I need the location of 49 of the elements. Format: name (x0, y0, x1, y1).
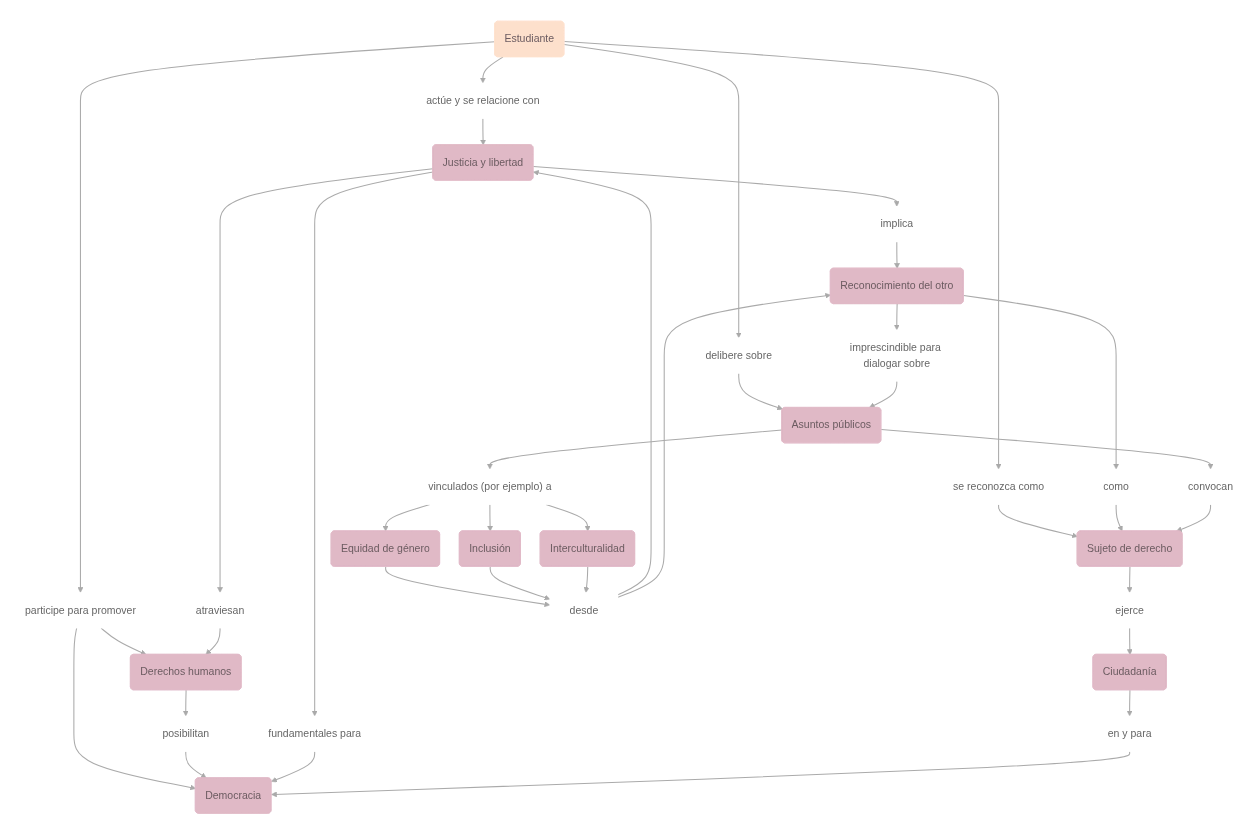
arrow (894, 241, 900, 269)
node-text: delibere sobre (705, 349, 773, 361)
arrow (880, 428, 1214, 470)
arrow (77, 40, 496, 593)
node-text: posibilitan (162, 727, 210, 739)
arrow (487, 503, 493, 532)
node-text: imprescindible para dialogar sobre (849, 341, 941, 369)
arrow (533, 169, 652, 595)
arrow (185, 750, 207, 779)
arrow (205, 627, 221, 655)
arrow (1126, 565, 1133, 593)
arrow (487, 429, 783, 470)
arrow (532, 165, 900, 207)
node-text: fundamentales para (268, 727, 362, 739)
arrow (738, 372, 783, 410)
arrow (963, 294, 1119, 470)
node-text: participe para promover (24, 604, 136, 616)
arrow (217, 167, 434, 593)
arrow (893, 303, 900, 330)
node-text: desde (569, 604, 599, 616)
arrow (617, 292, 831, 598)
node-text: convocan (1188, 480, 1234, 492)
arrow (1176, 503, 1212, 532)
arrow (1126, 689, 1133, 717)
node-text: se reconozca como (953, 480, 1045, 492)
node-text: como (1103, 480, 1129, 492)
arrow (1115, 503, 1123, 532)
arrow (1126, 627, 1133, 655)
arrow (563, 40, 1002, 470)
node-text: vinculados (por ejemplo) a (428, 480, 552, 492)
arrow (998, 503, 1078, 538)
node-text: atraviesan (195, 604, 245, 616)
arrow (563, 43, 742, 338)
arrow (311, 171, 434, 717)
arrow (583, 565, 590, 593)
arrow (489, 565, 551, 600)
arrow (385, 565, 551, 607)
arrow (271, 750, 316, 783)
arrow (480, 117, 486, 146)
arrow (271, 750, 1131, 797)
arrow (73, 627, 196, 791)
arrow (869, 380, 898, 408)
arrow (182, 689, 189, 717)
node-text: ejerce (1115, 604, 1144, 616)
node-text: implica (880, 218, 914, 230)
arrow (100, 627, 147, 655)
node-text: en y para (1107, 727, 1152, 739)
node-text: actúe y se relacione con (426, 94, 540, 106)
arrow (480, 56, 504, 83)
